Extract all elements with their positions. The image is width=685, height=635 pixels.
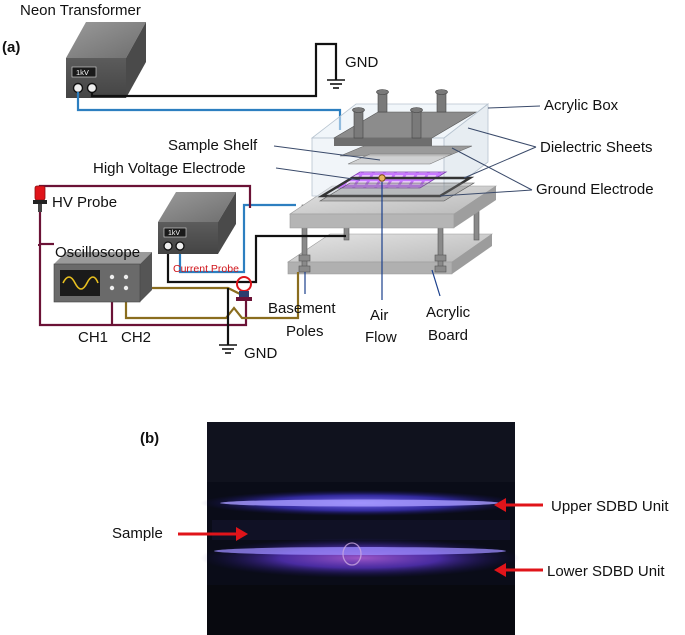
basement-poles-label-2: Poles (286, 323, 324, 340)
air-flow-label-2: Flow (365, 329, 397, 346)
supply-badge (163, 227, 187, 238)
lower-unit-arrow (494, 563, 543, 577)
ground-electrode-label: Ground Electrode (536, 181, 654, 198)
supply-blue-wire (178, 203, 296, 274)
lower-sdbd-core (214, 547, 506, 555)
gnd-top-wire (90, 42, 338, 98)
air-flow-port (378, 174, 386, 182)
hv-maroon-loop (38, 212, 248, 327)
air-flow-label-1: Air (370, 307, 388, 324)
ch1-label: CH1 (78, 329, 108, 346)
hv-probe-label: HV Probe (52, 194, 117, 211)
hv-electrode-leader (275, 167, 361, 181)
middle-acrylic-board-edge (289, 213, 455, 229)
transformer-terminal-right (86, 82, 98, 94)
bottom-acrylic-board-side (452, 234, 492, 274)
scope-knob-1 (109, 274, 115, 280)
scope-knob-2 (123, 274, 129, 280)
current-probe-label: Current Probe (173, 263, 239, 275)
sample-gap (212, 520, 510, 540)
supply-terminal-left (163, 241, 173, 251)
sample-label: Sample (112, 525, 163, 542)
transformer-top-face (66, 22, 146, 58)
upper-plate-edge (334, 138, 432, 146)
current-probe (236, 276, 252, 301)
acrylic-box-leader (487, 105, 541, 109)
dielectric-sheets-leader-1 (467, 127, 537, 148)
scope-top-face (54, 252, 152, 264)
ch2-gold-wire (124, 272, 300, 320)
basement-poles-label-1: Basement (268, 300, 336, 317)
scope-side-face (140, 252, 152, 302)
acrylic-box-label: Acrylic Box (544, 97, 619, 114)
upper-unit-label: Upper SDBD Unit (551, 498, 669, 515)
transformer-badge-text: 1kV (76, 68, 89, 77)
scope-waveform (62, 276, 99, 290)
dielectric-sheets-leader-2 (463, 146, 537, 179)
gnd-bottom-symbol (219, 344, 237, 354)
middle-acrylic-board-side (454, 186, 496, 228)
transformer-terminal-left (72, 82, 84, 94)
supply-side-face (218, 192, 236, 254)
neon-transformer-label: Neon Transformer (20, 2, 141, 19)
oscilloscope-label: Oscilloscope (55, 244, 140, 261)
high-voltage-electrode-label: High Voltage Electrode (93, 160, 246, 177)
supply-unit: 1kV (158, 192, 236, 254)
photo-lower-shadow (207, 585, 515, 635)
sample-object (342, 542, 362, 566)
supply-badge-text: 1kV (168, 230, 180, 237)
lower-unit-label: Lower SDBD Unit (547, 563, 665, 580)
top-bolts (352, 89, 448, 139)
supply-terminal-right (175, 241, 185, 251)
acrylic-board-leader (431, 269, 441, 297)
plasma-photo (200, 422, 520, 635)
reactor-assembly (287, 89, 497, 275)
gnd-bottom-label: GND (244, 345, 278, 362)
sample-shelf-leader (273, 145, 381, 161)
dielectric-sheets-label: Dielectric Sheets (540, 139, 653, 156)
bottom-acrylic-board-edge (287, 261, 453, 275)
transformer-side-face (126, 22, 146, 98)
photo-upper-shadow (207, 422, 515, 482)
scope-ch2-port (123, 285, 129, 291)
panel-a-tag: (a) (2, 39, 20, 56)
upper-sdbd-core (220, 499, 500, 507)
acrylic-board-label-2: Board (428, 327, 468, 344)
hv-loop-frame-left (38, 244, 40, 246)
dielectric-sheet-lower (318, 182, 476, 202)
neon-transformer: 1kV (66, 22, 146, 98)
gnd-top-label: GND (345, 54, 379, 71)
upper-unit-arrow (494, 498, 543, 512)
scope-ch1-port (109, 285, 115, 291)
oscilloscope (53, 252, 152, 303)
ground-electrode-leader-2 (439, 189, 533, 197)
ground-electrode-leader-1 (451, 147, 533, 191)
acrylic-box-side (443, 103, 489, 197)
sample-arrow (178, 527, 248, 541)
panel-b-tag: (b) (140, 430, 159, 447)
transformer-badge (71, 66, 97, 78)
hv-probe (33, 185, 47, 212)
scope-screen (60, 270, 100, 296)
gnd-top-symbol (327, 79, 345, 89)
supply-black-wire (166, 234, 346, 284)
acrylic-board-label-1: Acrylic (426, 304, 471, 321)
supply-top-face (158, 192, 236, 222)
ch2-label: CH2 (121, 329, 151, 346)
sample-shelf-label: Sample Shelf (168, 137, 258, 154)
ground-electrode-plate (317, 176, 475, 198)
